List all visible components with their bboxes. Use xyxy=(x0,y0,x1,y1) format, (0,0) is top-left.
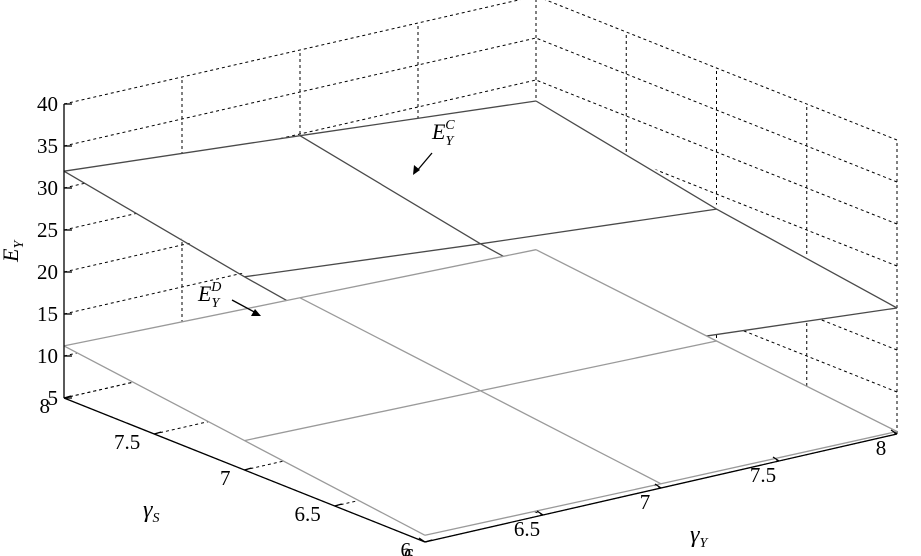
y-tick-label-4: 8 xyxy=(40,394,51,418)
z-tick-label-3: 20 xyxy=(37,260,58,284)
x-tick-label-4: 8 xyxy=(876,436,887,460)
x-tick-label-0: 6 xyxy=(404,544,415,556)
y-tick-mark-3 xyxy=(154,431,162,435)
series-d-label-sub: Y xyxy=(211,296,221,311)
y-tick-label-0: 6 xyxy=(401,538,412,556)
y-axis-title-sub: S xyxy=(152,511,159,526)
y-tick-mark-0 xyxy=(424,539,433,543)
z-tick-label-6: 35 xyxy=(37,134,58,158)
z-tick-label-4: 25 xyxy=(37,218,58,242)
x-tick-mark-3 xyxy=(772,456,780,462)
series-c-label-sup: C xyxy=(445,118,455,133)
y-tick-label-1: 6.5 xyxy=(295,502,321,526)
series-c-label-sub: Y xyxy=(445,134,455,149)
z-tick-label-0: 5 xyxy=(48,386,59,410)
series-c-label-base: E xyxy=(431,119,446,144)
series-c-arrow xyxy=(415,152,433,173)
right-wall-hgrid-7 xyxy=(544,0,898,141)
y-tick-mark-2 xyxy=(244,467,252,471)
x-tick-mark-1 xyxy=(536,510,544,516)
axis-layer xyxy=(63,103,898,543)
y-tick-mark-1 xyxy=(334,503,342,507)
surface-layer xyxy=(63,100,898,536)
x-tick-label-3: 7.5 xyxy=(750,463,776,487)
z-tick-label-2: 15 xyxy=(37,302,58,326)
z-axis-title: EY xyxy=(0,239,27,263)
right-wall-hgrid-6 xyxy=(535,37,898,183)
series-d-label: EYD xyxy=(197,280,221,311)
y-tick-label-2: 7 xyxy=(220,466,231,490)
z-axis-title-base: E xyxy=(0,248,23,263)
surface-fill-1 xyxy=(64,249,897,536)
surface-1-col-2 xyxy=(535,249,898,433)
x-tick-label-1: 6.5 xyxy=(514,517,540,541)
x-tick-mark-4 xyxy=(890,429,898,435)
series-d-label-sup: D xyxy=(210,280,221,295)
z-tick-label-1: 10 xyxy=(37,344,58,368)
x-tick-mark-2 xyxy=(654,483,662,489)
x-axis-title-base: γ xyxy=(690,522,700,548)
right-wall-hgrid-5 xyxy=(535,79,898,225)
z-tick-label-7: 40 xyxy=(37,92,58,116)
surface-0-col-2 xyxy=(535,100,898,309)
z-tick-label-5: 30 xyxy=(37,176,58,200)
surface-1-col-0 xyxy=(63,345,426,536)
surface-1-col-1 xyxy=(299,297,662,485)
right-wall-hgrid-4 xyxy=(535,121,898,267)
back-wall-hgrid-7 xyxy=(63,0,521,105)
surface-fill-0 xyxy=(64,101,897,379)
x-axis-title: γY xyxy=(690,522,709,551)
series-c-label: EYC xyxy=(431,118,455,149)
x-tick-label-2: 7 xyxy=(640,490,651,514)
y-axis-title-base: γ xyxy=(143,497,153,523)
series-d-label-base: E xyxy=(197,281,212,306)
x-axis-title-sub: Y xyxy=(699,536,709,551)
y-axis-title: γS xyxy=(143,497,159,526)
x-tick-mark-0 xyxy=(418,537,426,543)
series-d-arrowhead xyxy=(251,309,261,316)
y-tick-label-3: 7.5 xyxy=(114,430,140,454)
series-c-arrowhead xyxy=(413,165,420,175)
z-axis-title-sub: Y xyxy=(12,239,27,249)
back-wall-hgrid-6 xyxy=(63,37,537,147)
